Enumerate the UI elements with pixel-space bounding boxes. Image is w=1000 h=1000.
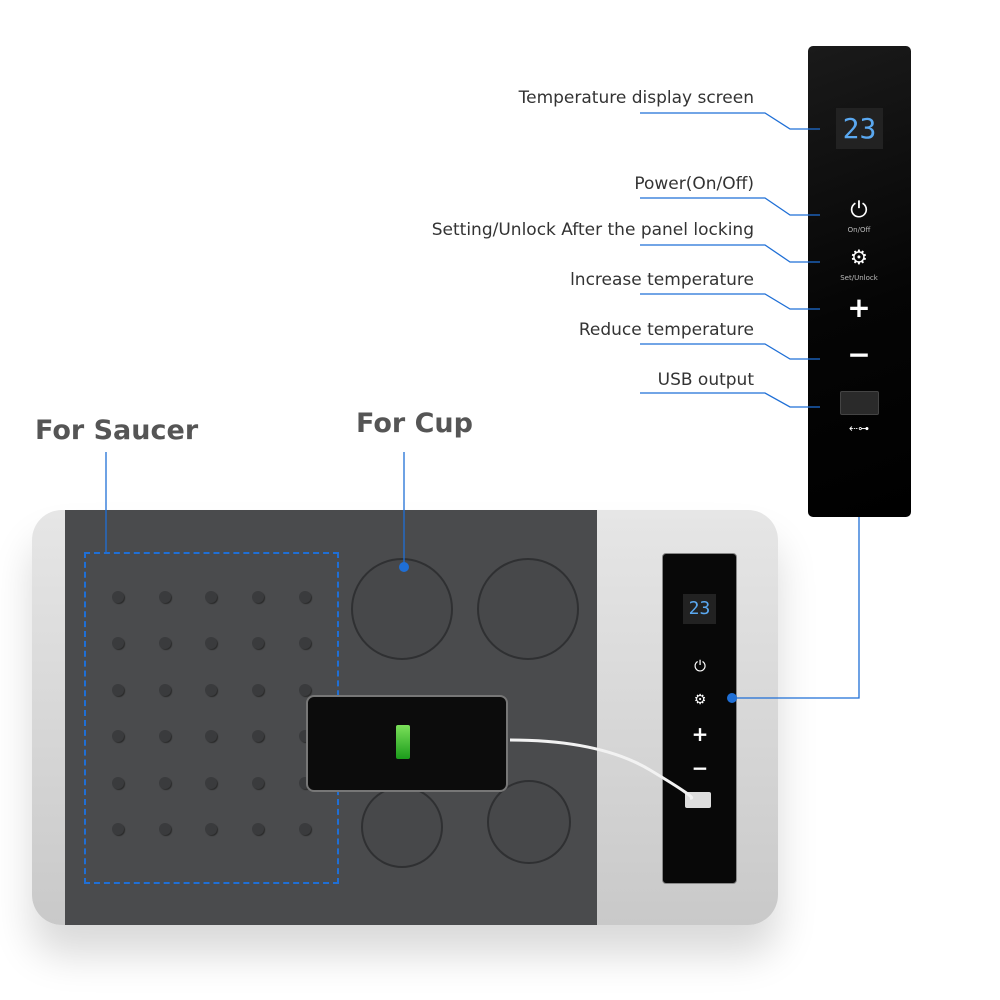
saucer-dot xyxy=(112,637,124,649)
saucer-dot xyxy=(299,591,311,603)
saucer-dot xyxy=(252,777,264,789)
label-for-saucer: For Saucer xyxy=(35,415,199,446)
saucer-dot xyxy=(159,730,171,742)
saucer-dot xyxy=(205,591,217,603)
gear-icon[interactable]: ⚙ xyxy=(850,245,868,269)
plus-button-small[interactable]: + xyxy=(691,722,709,746)
saucer-dot xyxy=(159,777,171,789)
callout-setting: Setting/Unlock After the panel locking xyxy=(431,220,754,240)
saucer-dot xyxy=(252,637,264,649)
saucer-dot xyxy=(252,823,264,835)
cup-holder xyxy=(477,558,579,660)
plus-button[interactable]: + xyxy=(847,291,871,324)
saucer-dot xyxy=(205,637,217,649)
minus-button-small[interactable]: − xyxy=(691,756,709,780)
saucer-dot xyxy=(112,823,124,835)
set-unlock-label: Set/Unlock xyxy=(840,274,878,282)
saucer-dot xyxy=(205,684,217,696)
saucer-dot xyxy=(299,684,311,696)
saucer-dot xyxy=(252,684,264,696)
control-panel-enlarged: 23 ⏻ On/Off ⚙ Set/Unlock + − ⇠⊶ xyxy=(808,46,911,517)
temperature-display-small: 23 xyxy=(683,594,716,624)
callout-usb: USB output xyxy=(657,370,754,390)
saucer-dot xyxy=(252,730,264,742)
saucer-dot xyxy=(299,823,311,835)
saucer-dot xyxy=(205,730,217,742)
control-panel: 23 ⏻ ⚙ + − xyxy=(662,553,737,884)
saucer-dot xyxy=(159,823,171,835)
power-icon[interactable]: ⏻ xyxy=(850,198,868,223)
callout-power: Power(On/Off) xyxy=(634,174,754,194)
saucer-dot xyxy=(299,637,311,649)
saucer-dot xyxy=(159,684,171,696)
saucer-dot xyxy=(112,591,124,603)
phone xyxy=(306,695,508,792)
battery-icon xyxy=(396,725,410,759)
label-for-cup: For Cup xyxy=(356,408,473,439)
gear-icon-small[interactable]: ⚙ xyxy=(693,692,707,708)
usb-port xyxy=(840,391,879,415)
minus-button[interactable]: − xyxy=(847,338,871,371)
saucer-dot xyxy=(112,777,124,789)
callout-temperature-display: Temperature display screen xyxy=(518,88,754,108)
saucer-dot xyxy=(159,591,171,603)
cup-holder xyxy=(487,780,571,864)
temperature-display: 23 xyxy=(836,108,883,149)
saucer-dot xyxy=(159,637,171,649)
cup-holder xyxy=(351,558,453,660)
usb-icon: ⇠⊶ xyxy=(848,422,870,435)
saucer-dot xyxy=(205,823,217,835)
power-icon-small[interactable]: ⏻ xyxy=(694,657,706,675)
saucer-dot xyxy=(112,730,124,742)
saucer-dot xyxy=(252,591,264,603)
power-label: On/Off xyxy=(847,226,871,234)
saucer-dot xyxy=(205,777,217,789)
callout-reduce: Reduce temperature xyxy=(578,320,754,340)
saucer-dot xyxy=(112,684,124,696)
callout-increase: lncrease temperature xyxy=(570,270,754,290)
